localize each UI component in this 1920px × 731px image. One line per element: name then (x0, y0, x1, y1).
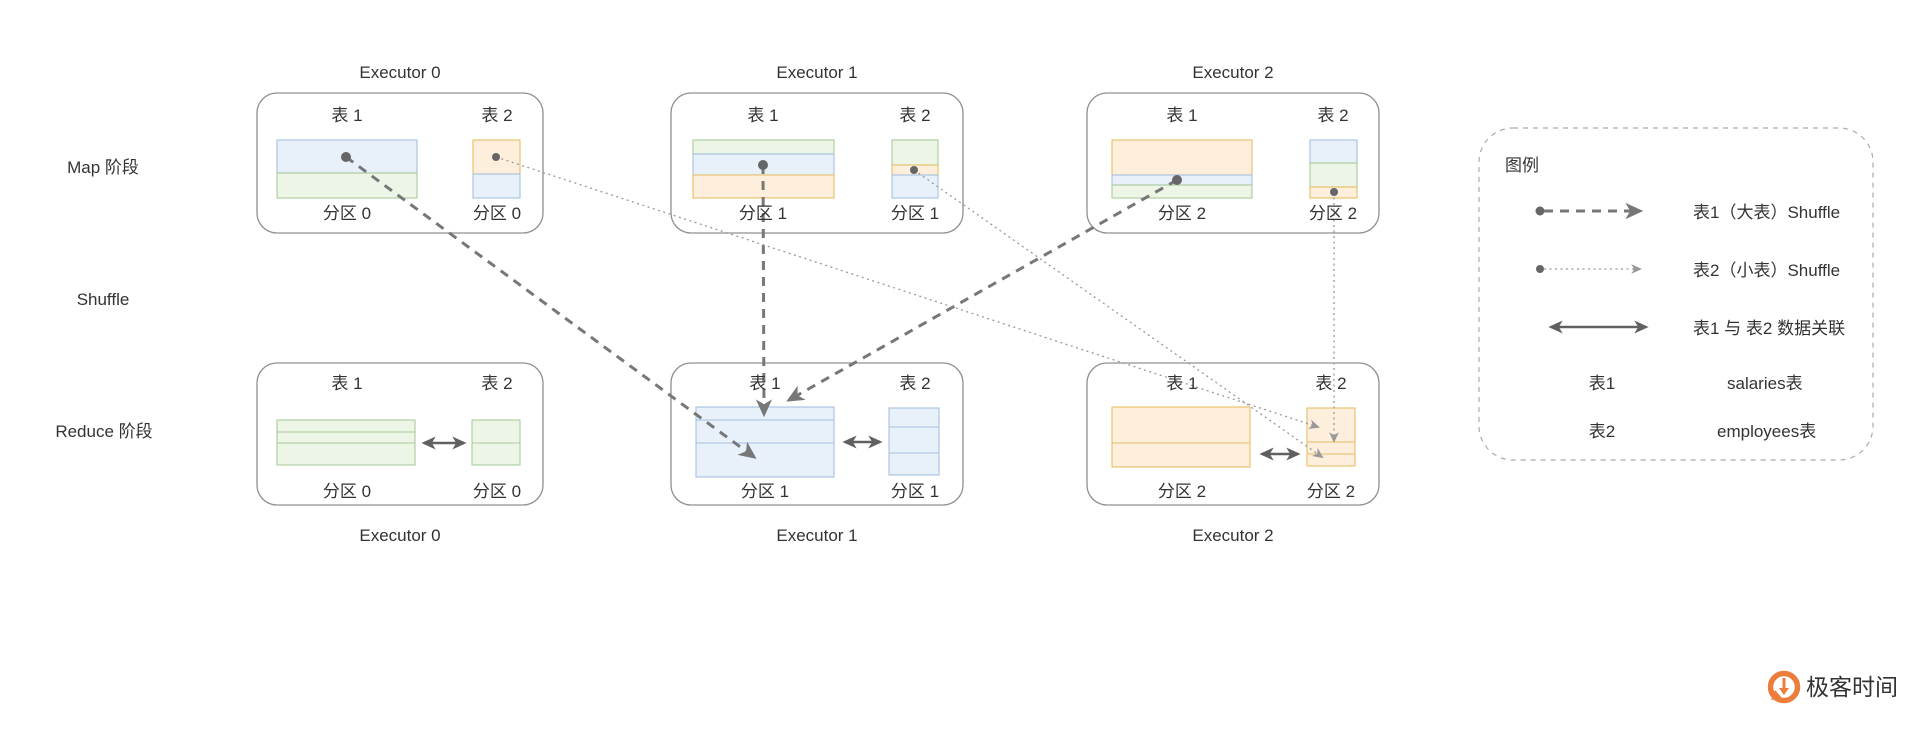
reduce-executor1-title: Executor 1 (776, 526, 857, 545)
legend-table1-key: 表1 (1589, 374, 1615, 393)
legend-title: 图例 (1505, 156, 1539, 175)
map-executor1-title: Executor 1 (776, 63, 857, 82)
reduce-e1-t1-label: 表 1 (749, 374, 780, 393)
map-e0-t2-band-blue (472, 173, 521, 199)
reduce-executor0-title: Executor 0 (359, 526, 440, 545)
map-e2-t2-band-green (1309, 162, 1358, 188)
shuffle-origin-dot (1330, 188, 1338, 196)
legend-small-shuffle-label: 表2（小表）Shuffle (1693, 261, 1840, 280)
map-e1-t2-band-blue (891, 174, 939, 199)
legend-big-shuffle-dot (1535, 206, 1545, 216)
map-e1-t2-band-green (891, 139, 939, 166)
map-e1-t2-label: 表 2 (899, 106, 930, 125)
legend-assoc-label: 表1 与 表2 数据关联 (1693, 319, 1845, 338)
stage-label-reduce: Reduce 阶段 (55, 422, 152, 441)
geektime-logo-arrowhead (1779, 688, 1789, 695)
reduce-e2-t1-partition: 分区 2 (1158, 482, 1206, 501)
map-e2-t2-partition: 分区 2 (1309, 204, 1357, 223)
map-e2-t2-band-blue (1309, 139, 1358, 164)
map-e0-t1-partition: 分区 0 (323, 204, 371, 223)
map-e0-t2-label: 表 2 (481, 106, 512, 125)
map-e2-t1-label: 表 1 (1166, 106, 1197, 125)
stage-label-map: Map 阶段 (67, 158, 139, 177)
geektime-logo-tail (1771, 690, 1782, 700)
legend-box (1478, 127, 1874, 461)
legend-table1-value: salaries表 (1727, 374, 1803, 393)
small-shuffle-line-e1-to-r2 (913, 169, 1324, 459)
reduce-e1-t2-label: 表 2 (899, 374, 930, 393)
geektime-logo-ring-icon (1767, 670, 1801, 704)
map-e0-t1-band-green (276, 172, 418, 199)
map-e2-t1-partition: 分区 2 (1158, 204, 1206, 223)
legend-small-shuffle-dot (1536, 265, 1544, 273)
map-e2-t1-band-green (1111, 184, 1253, 199)
shuffle-origin-dot (341, 152, 351, 162)
map-e2-t1-band-orange (1111, 139, 1253, 176)
shuffle-origin-dot (1172, 175, 1182, 185)
reduce-e2-t1-table (1111, 406, 1251, 468)
stage-label-shuffle: Shuffle (77, 290, 130, 309)
map-e1-t2-partition: 分区 1 (891, 204, 939, 223)
reduce-e1-t2-table (888, 407, 940, 476)
reduce-e2-t1-label: 表 1 (1166, 374, 1197, 393)
shuffle-origin-dot (758, 160, 768, 170)
map-executor0-title: Executor 0 (359, 63, 440, 82)
map-e1-t1-label: 表 1 (747, 106, 778, 125)
reduce-executor2-title: Executor 2 (1192, 526, 1273, 545)
reduce-e0-t2-label: 表 2 (481, 374, 512, 393)
geektime-logo-text: 极客时间 (1806, 674, 1898, 700)
geektime-logo: 极客时间 (1767, 670, 1898, 704)
map-e0-t2-partition: 分区 0 (473, 204, 521, 223)
reduce-e2-t2-table (1306, 407, 1356, 467)
reduce-e2-t2-partition: 分区 2 (1307, 482, 1355, 501)
map-e1-t1-band-green (692, 139, 835, 155)
reduce-e0-t1-label: 表 1 (331, 374, 362, 393)
reduce-e0-t1-partition: 分区 0 (323, 482, 371, 501)
map-e1-t1-partition: 分区 1 (739, 204, 787, 223)
big-shuffle-line-e2-to-r1 (786, 178, 1178, 402)
map-e0-t1-label: 表 1 (331, 106, 362, 125)
legend-big-shuffle-label: 表1（大表）Shuffle (1693, 203, 1840, 222)
legend-table2-key: 表2 (1589, 422, 1615, 441)
shuffle-origin-dot (910, 166, 918, 174)
shuffle-origin-dot (492, 153, 500, 161)
reduce-e1-t2-partition: 分区 1 (891, 482, 939, 501)
big-shuffle-line-e0-to-r1 (345, 155, 757, 459)
map-executor2-title: Executor 2 (1192, 63, 1273, 82)
legend-table2-value: employees表 (1717, 422, 1816, 441)
reduce-e1-t1-partition: 分区 1 (741, 482, 789, 501)
map-e2-t2-label: 表 2 (1317, 106, 1348, 125)
reduce-e2-t2-label: 表 2 (1315, 374, 1346, 393)
reduce-e1-t1-table (695, 406, 835, 478)
reduce-e0-t2-partition: 分区 0 (473, 482, 521, 501)
small-shuffle-line-e0-to-r2 (495, 156, 1320, 429)
